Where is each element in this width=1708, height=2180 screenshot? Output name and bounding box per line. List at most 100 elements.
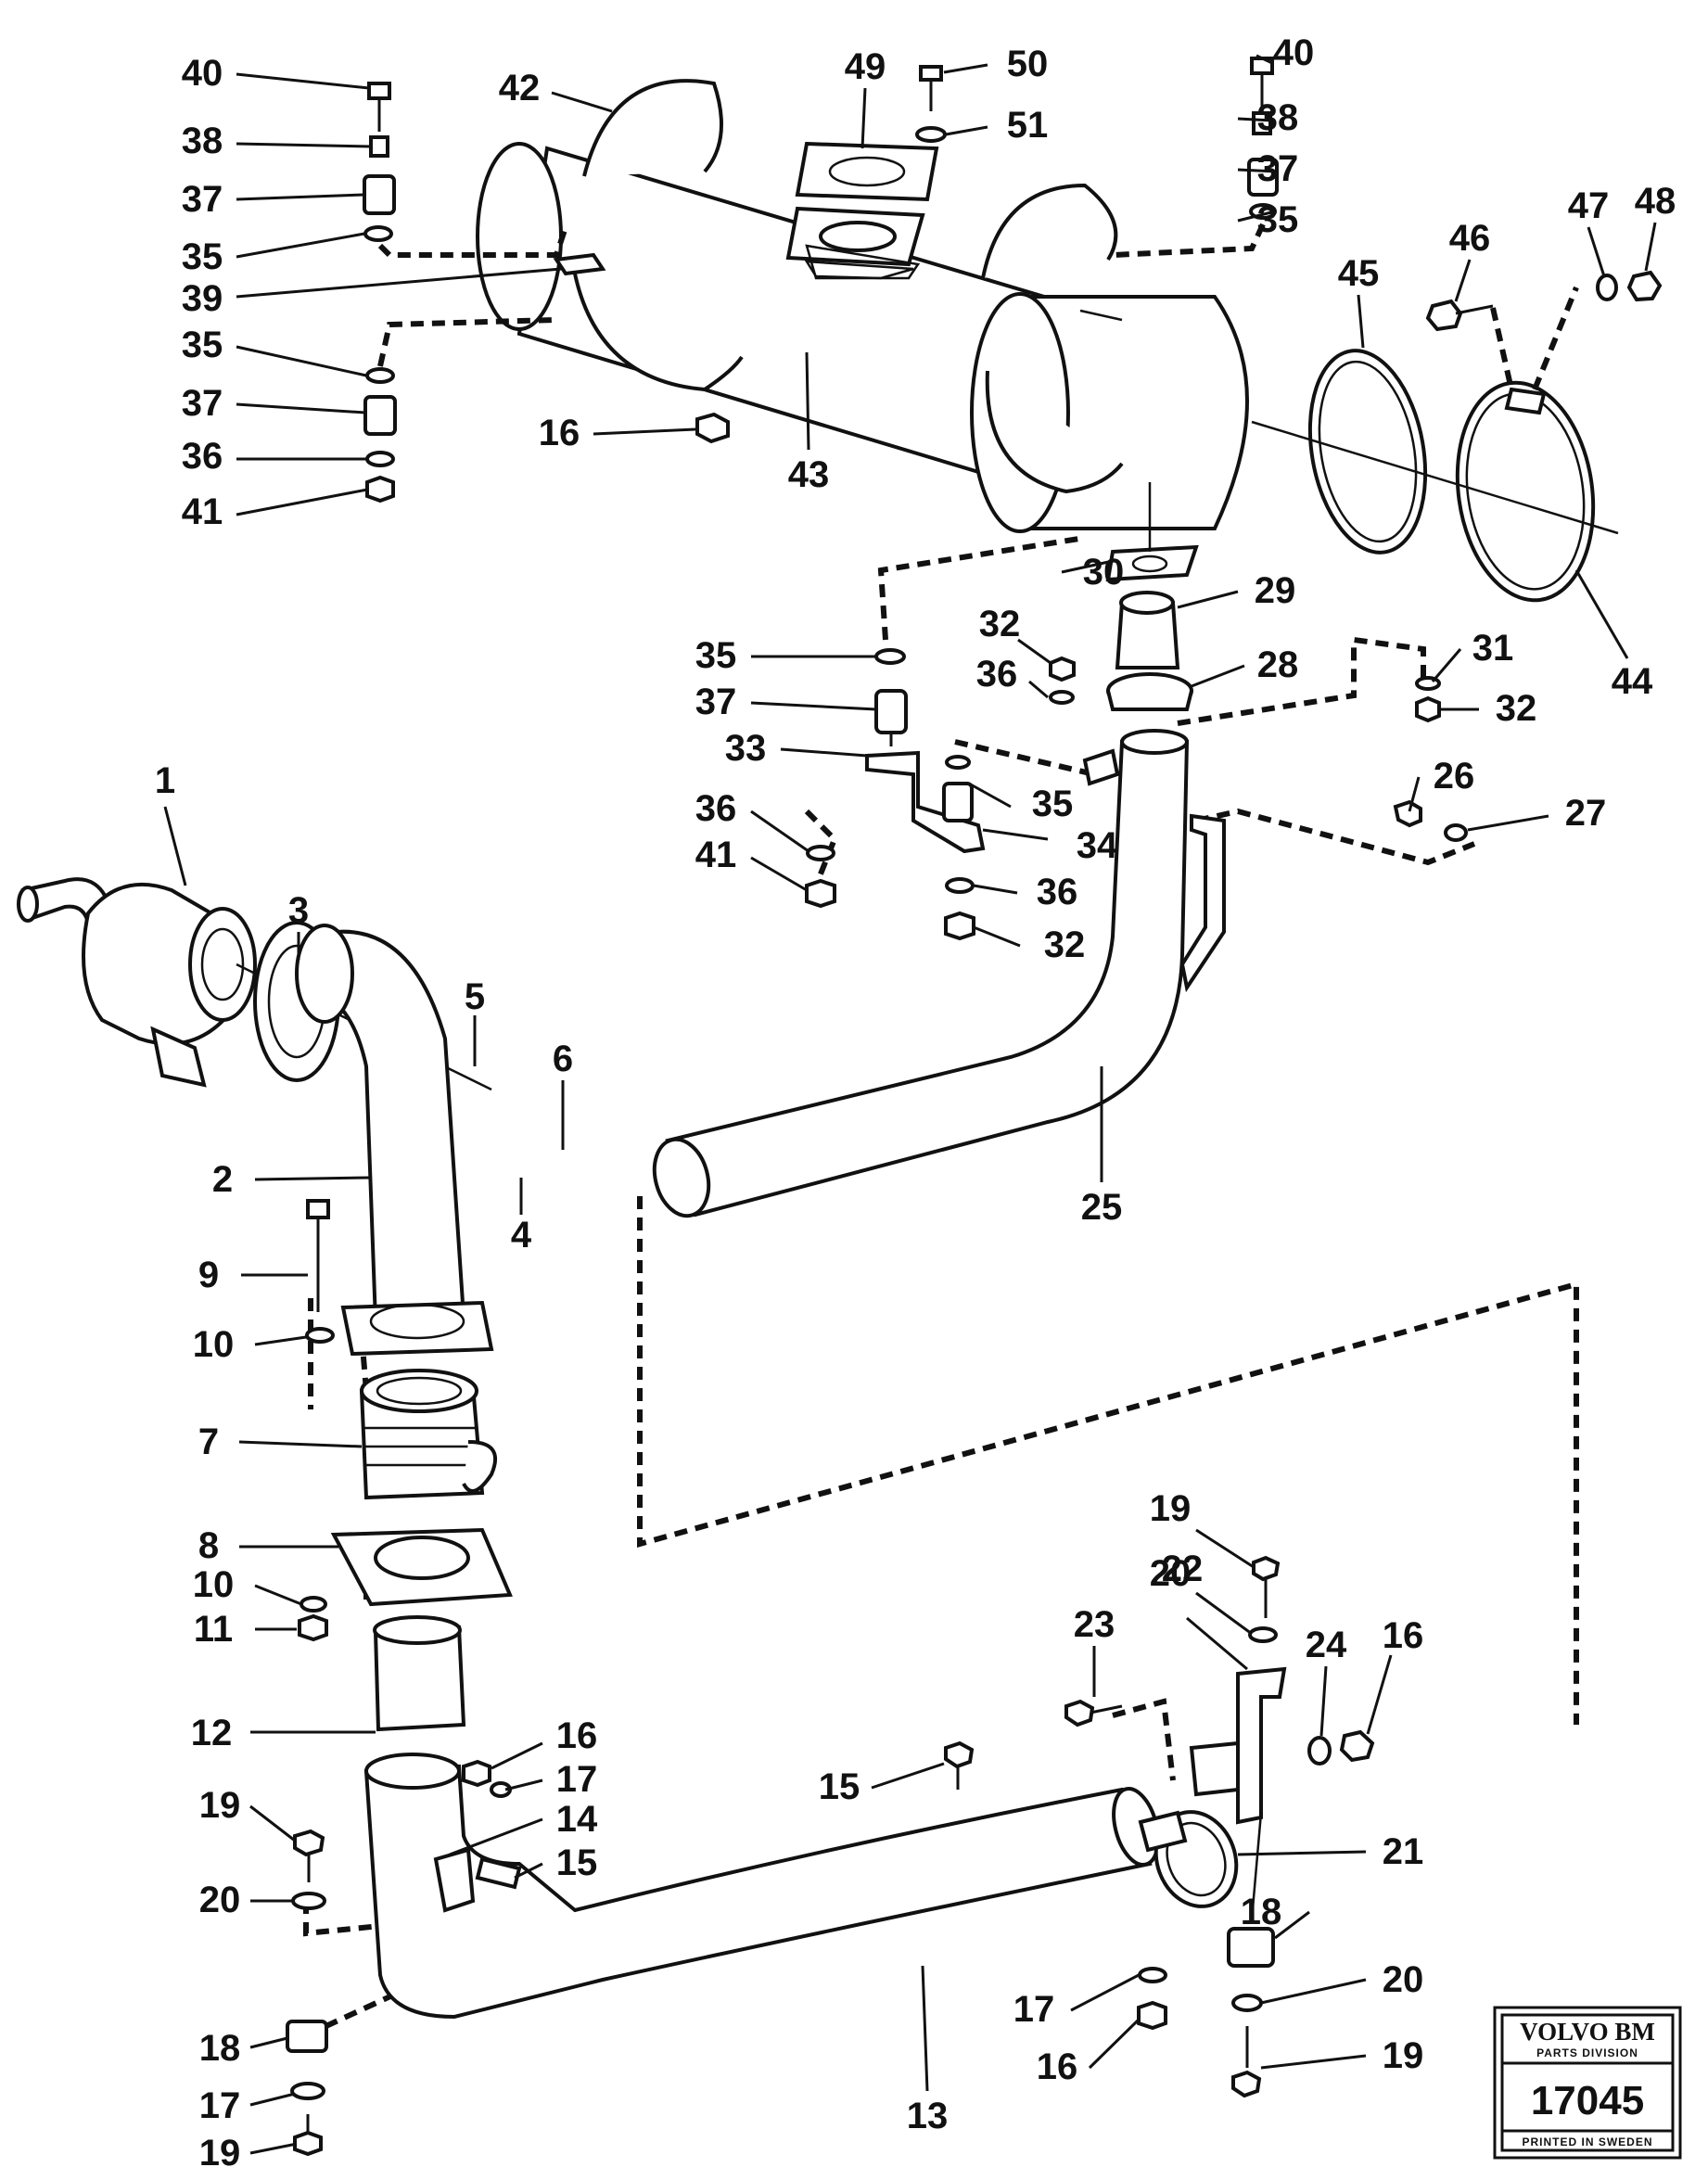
mount-pad-top (805, 244, 921, 280)
callout-label: 27 (1565, 793, 1607, 834)
nut-16-top (695, 412, 730, 444)
callout-label: 37 (1257, 148, 1299, 189)
muffler-inlet-flange (785, 206, 925, 280)
washer-10-top (305, 1327, 335, 1344)
washer-10-bottom (300, 1596, 327, 1613)
callout-label: 7 (198, 1421, 219, 1462)
pipe-25 (652, 729, 1226, 1218)
dash-line-a (377, 226, 568, 258)
bracket-39 (553, 252, 606, 276)
callout-label: 39 (182, 278, 223, 319)
clamp-21 (1138, 1810, 1239, 1908)
callout-label: 33 (725, 728, 767, 769)
bolt-9 (306, 1199, 330, 1312)
dash-line-c (1112, 223, 1266, 258)
flange-pipe-2 (340, 1300, 494, 1357)
callout-label: 29 (1255, 570, 1296, 611)
dash-line-i (804, 809, 838, 887)
callout-label: 19 (1150, 1488, 1192, 1529)
callout-label: 45 (1338, 253, 1380, 294)
callout-label: 25 (1081, 1187, 1123, 1228)
callout-label: 19 (199, 2133, 241, 2174)
badge-division: PARTS DIVISION (1536, 2046, 1638, 2059)
callout-label: 17 (1013, 1989, 1055, 2030)
callout-label: 20 (1150, 1553, 1192, 1594)
callout-label: 36 (695, 788, 737, 829)
callout-label: 41 (182, 491, 223, 532)
callout-label: 43 (788, 454, 830, 495)
callout-label: 41 (695, 835, 737, 875)
flange-8 (330, 1527, 513, 1607)
callout-label: 6 (553, 1039, 573, 1079)
dash-line-b (377, 317, 557, 367)
clamp-28 (1106, 672, 1193, 711)
callout-label: 38 (182, 121, 223, 161)
bolt-15-right (944, 1740, 975, 1790)
muffler-body (476, 142, 1249, 533)
callout-label: 32 (1044, 924, 1086, 965)
volvo-bm-badge: VOLVO BM PARTS DIVISION 17045 PRINTED IN… (1493, 2006, 1682, 2160)
nut-11 (298, 1613, 328, 1642)
dash-line-g (1177, 636, 1426, 726)
lower-straps (571, 263, 1124, 494)
flange-30 (1105, 544, 1199, 582)
callout-label: 20 (1383, 1959, 1424, 2000)
callout-label: 16 (556, 1715, 598, 1756)
callout-label: 16 (1383, 1615, 1424, 1656)
callout-label: 49 (845, 46, 886, 87)
hardware-lower-mid (1137, 1967, 1167, 2031)
callout-label: 13 (907, 2096, 949, 2136)
callout-label: 32 (979, 604, 1021, 644)
callout-label: 15 (556, 1842, 598, 1883)
nut-16-right (1339, 1729, 1375, 1763)
callout-label: 16 (1037, 2046, 1078, 2087)
hardware-lower-right (1227, 1927, 1275, 2098)
callout-label: 1 (155, 760, 175, 801)
callout-label: 37 (182, 383, 223, 424)
callout-label: 40 (1273, 32, 1315, 73)
bolt-50 (919, 65, 943, 111)
clamp-44 (1455, 380, 1596, 603)
callout-label: 35 (1257, 199, 1299, 240)
badge-brand: VOLVO BM (1520, 2018, 1655, 2046)
callout-label: 46 (1449, 218, 1491, 259)
callout-label: 22 (1162, 1549, 1204, 1589)
dash-line-f (877, 535, 1086, 641)
center-axis (1251, 420, 1619, 535)
callout-label: 17 (556, 1759, 598, 1800)
callout-label: 19 (1383, 2035, 1424, 2076)
callout-label: 10 (193, 1564, 235, 1605)
badge-footer: PRINTED IN SWEDEN (1522, 2135, 1652, 2148)
callout-label: 31 (1472, 628, 1514, 669)
callout-label: 9 (198, 1255, 219, 1295)
callout-label: 35 (182, 325, 223, 365)
dash-line-h (1195, 808, 1476, 866)
bracket-22 (1189, 1666, 1287, 1825)
washer-20-top-right (1248, 1626, 1278, 1643)
bolt-19-top-right (1252, 1555, 1281, 1618)
callout-label: 35 (695, 635, 737, 676)
callout-label: 35 (1032, 784, 1074, 824)
callout-labels: 1 2 3 4 5 6 7 8 9 10 10 11 12 13 14 15 1 (155, 32, 1676, 2174)
axis-lower-right (1250, 1812, 1263, 1920)
mount-center-left (874, 648, 908, 746)
callout-label: 51 (1007, 105, 1049, 146)
callout-label: 44 (1612, 661, 1653, 702)
callout-label: 26 (1434, 756, 1475, 797)
callout-label: 5 (465, 976, 485, 1017)
callout-label: 11 (194, 1609, 233, 1650)
washer-24 (1307, 1736, 1332, 1766)
callout-label: 4 (511, 1215, 532, 1256)
callout-label: 10 (193, 1324, 235, 1365)
dash-line-q (303, 1901, 446, 1937)
callout-label: 12 (191, 1713, 233, 1753)
bracket-33-34 (865, 750, 986, 854)
callout-label: 48 (1635, 181, 1676, 222)
callout-label: 15 (819, 1766, 860, 1807)
bolt-46 (1425, 299, 1494, 332)
callout-label: 36 (1037, 872, 1078, 912)
dash-line-j (954, 739, 1095, 777)
callout-label: 24 (1306, 1625, 1347, 1665)
callout-label: 14 (556, 1799, 598, 1840)
